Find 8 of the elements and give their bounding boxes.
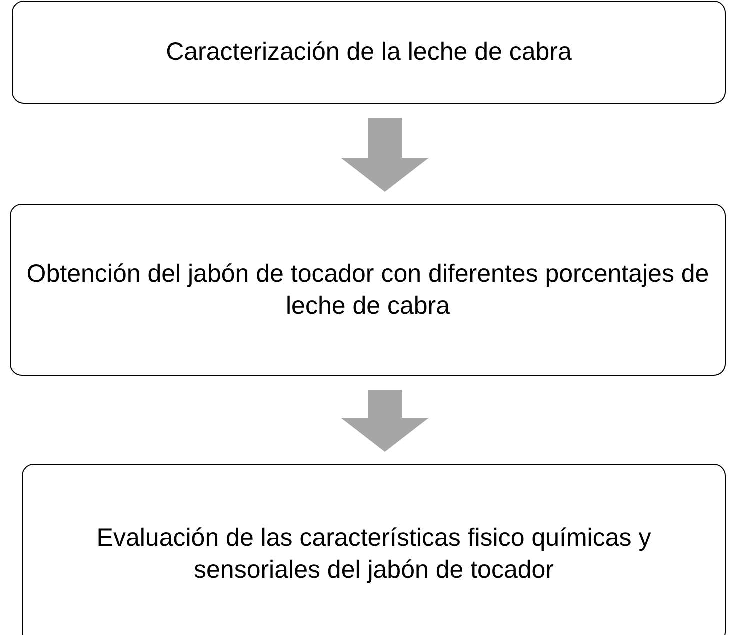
process-box bbox=[12, 1, 726, 104]
step-text: Obtención del jabón de tocador con diferentes porcentajes de leche de cabra bbox=[26, 258, 710, 322]
process-box bbox=[22, 464, 726, 635]
step-text: Evaluación de las características fisico químicas y sensoriales del jabón de tocador bbox=[96, 522, 652, 586]
block-arrow bbox=[341, 390, 429, 452]
block-arrow bbox=[341, 118, 429, 192]
process-box bbox=[10, 204, 726, 376]
step-text: Caracterización de la leche de cabra bbox=[165, 37, 573, 68]
